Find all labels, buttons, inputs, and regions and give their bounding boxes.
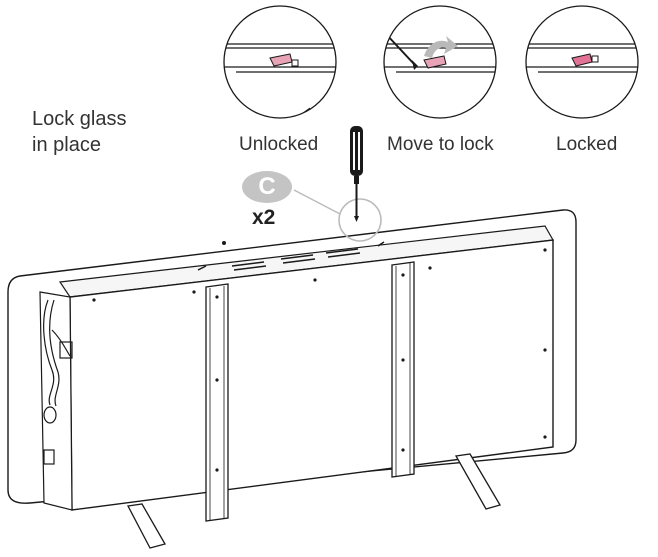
mounting-bracket-left <box>205 283 229 522</box>
detail-unlocked <box>223 5 337 119</box>
curved-arrow-icon <box>424 36 458 58</box>
part-letter: C <box>258 173 276 200</box>
latch-unlocked <box>269 53 293 67</box>
mounting-bracket-right <box>391 261 415 478</box>
firebox-side <box>39 291 73 511</box>
detail-marker-circle <box>338 198 382 242</box>
screwdriver-icon <box>350 126 363 222</box>
part-badge: C <box>241 170 293 204</box>
instruction-title: Lock glass in place <box>32 106 127 158</box>
detail-locked <box>525 5 639 119</box>
latch-moving <box>423 55 447 69</box>
top-vents <box>197 241 385 271</box>
instruction-title-line-1: Lock glass <box>32 108 127 130</box>
part-quantity: x2 <box>252 206 276 229</box>
power-cord <box>43 299 73 465</box>
step-label-move-to-lock: Move to lock <box>387 134 494 155</box>
foot-left <box>126 503 166 549</box>
instruction-title-line-2: in place <box>32 134 101 156</box>
step-label-unlocked: Unlocked <box>239 134 319 155</box>
step-label-locked: Locked <box>556 134 618 155</box>
foot-right <box>454 453 501 510</box>
detail-move-to-lock <box>383 5 497 119</box>
latch-locked <box>571 53 593 67</box>
badge-shape <box>242 171 292 203</box>
screw-holes <box>92 241 547 472</box>
